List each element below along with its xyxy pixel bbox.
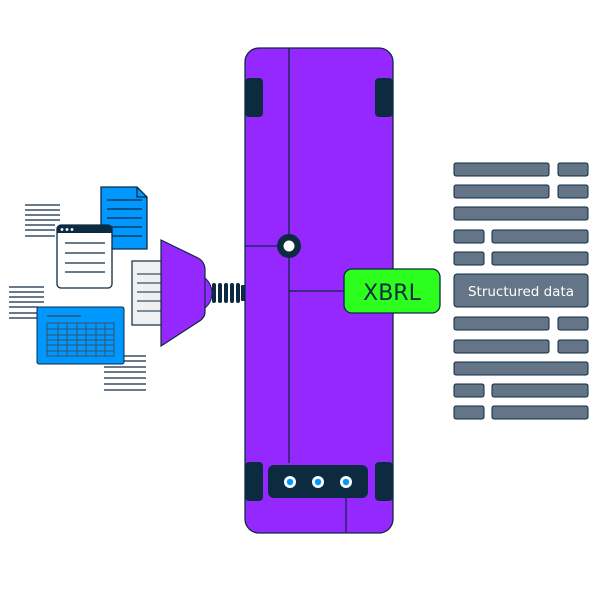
text-lines-cluster-3	[104, 355, 146, 391]
processor-panel-icon	[244, 47, 394, 534]
connector-coil	[212, 283, 245, 303]
port-lights	[284, 476, 352, 488]
browser-window-icon	[56, 224, 113, 289]
document-icon	[100, 186, 148, 250]
text-lines-cluster-2	[9, 286, 44, 319]
structured-data-box	[453, 273, 589, 308]
structured-data-blocks	[453, 162, 589, 420]
xbrl-badge: XBRL	[343, 268, 441, 314]
funnel-icon	[160, 239, 245, 348]
text-lines-cluster-1	[25, 204, 60, 237]
spreadsheet-icon	[36, 306, 125, 365]
paper-sheet	[131, 260, 165, 326]
structured-data-label: Structured data	[468, 284, 574, 300]
xbrl-label: XBRL	[363, 281, 421, 306]
